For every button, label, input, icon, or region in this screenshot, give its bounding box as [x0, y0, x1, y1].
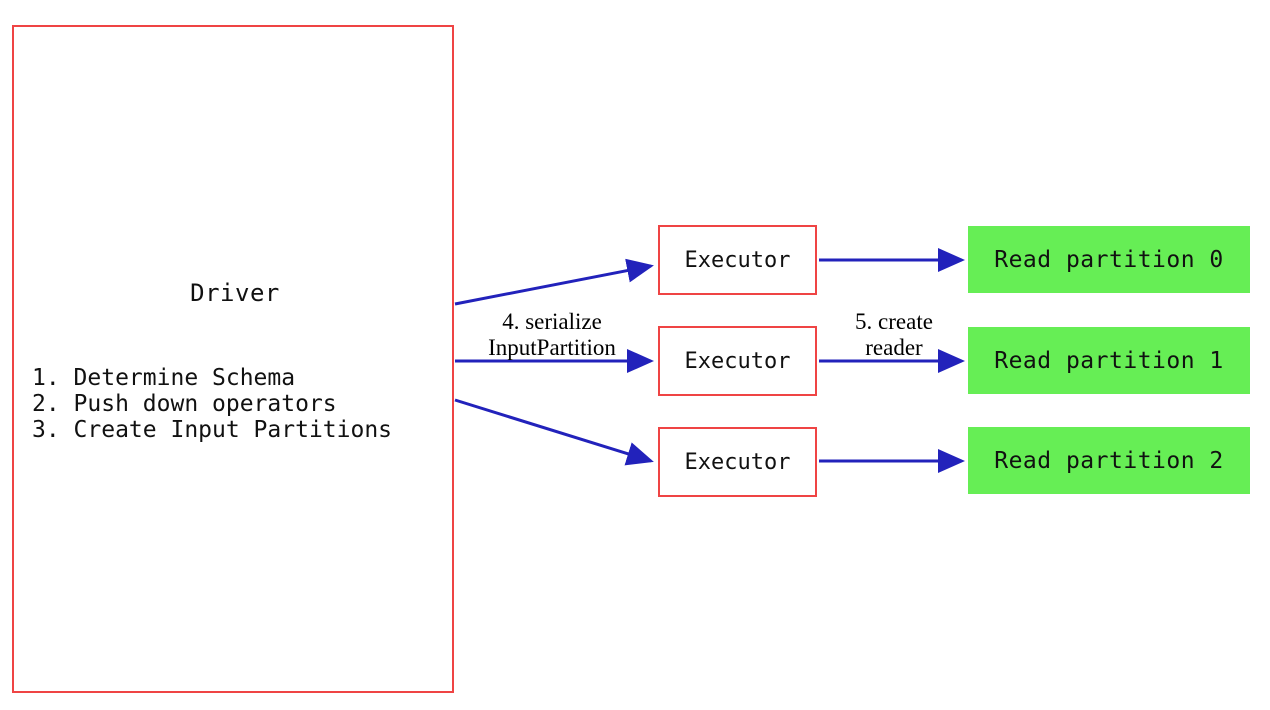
read-partition-box-1: Read partition 1: [968, 327, 1250, 394]
read-partition-label: Read partition 0: [994, 246, 1224, 273]
executor-label: Executor: [684, 247, 791, 273]
read-partition-label: Read partition 1: [994, 347, 1224, 374]
arrow-driver-to-executor-2: [454, 398, 654, 466]
driver-steps-list: 1. Determine Schema 2. Push down operato…: [32, 365, 393, 443]
executor-box-1: Executor: [658, 326, 817, 396]
executor-label: Executor: [684, 348, 791, 374]
edge-label-create-reader: 5. create reader: [855, 309, 933, 360]
read-partition-label: Read partition 2: [994, 447, 1224, 474]
executor-box-0: Executor: [658, 225, 817, 295]
executor-box-2: Executor: [658, 427, 817, 497]
arrow-driver-to-executor-0: [454, 258, 654, 306]
driver-box: Driver 1. Determine Schema 2. Push down …: [12, 25, 454, 693]
read-partition-box-0: Read partition 0: [968, 226, 1250, 293]
executor-label: Executor: [684, 449, 791, 475]
driver-title: Driver: [190, 279, 280, 307]
edge-label-serialize-input-partition: 4. serialize InputPartition: [488, 309, 616, 360]
read-partition-box-2: Read partition 2: [968, 427, 1250, 494]
